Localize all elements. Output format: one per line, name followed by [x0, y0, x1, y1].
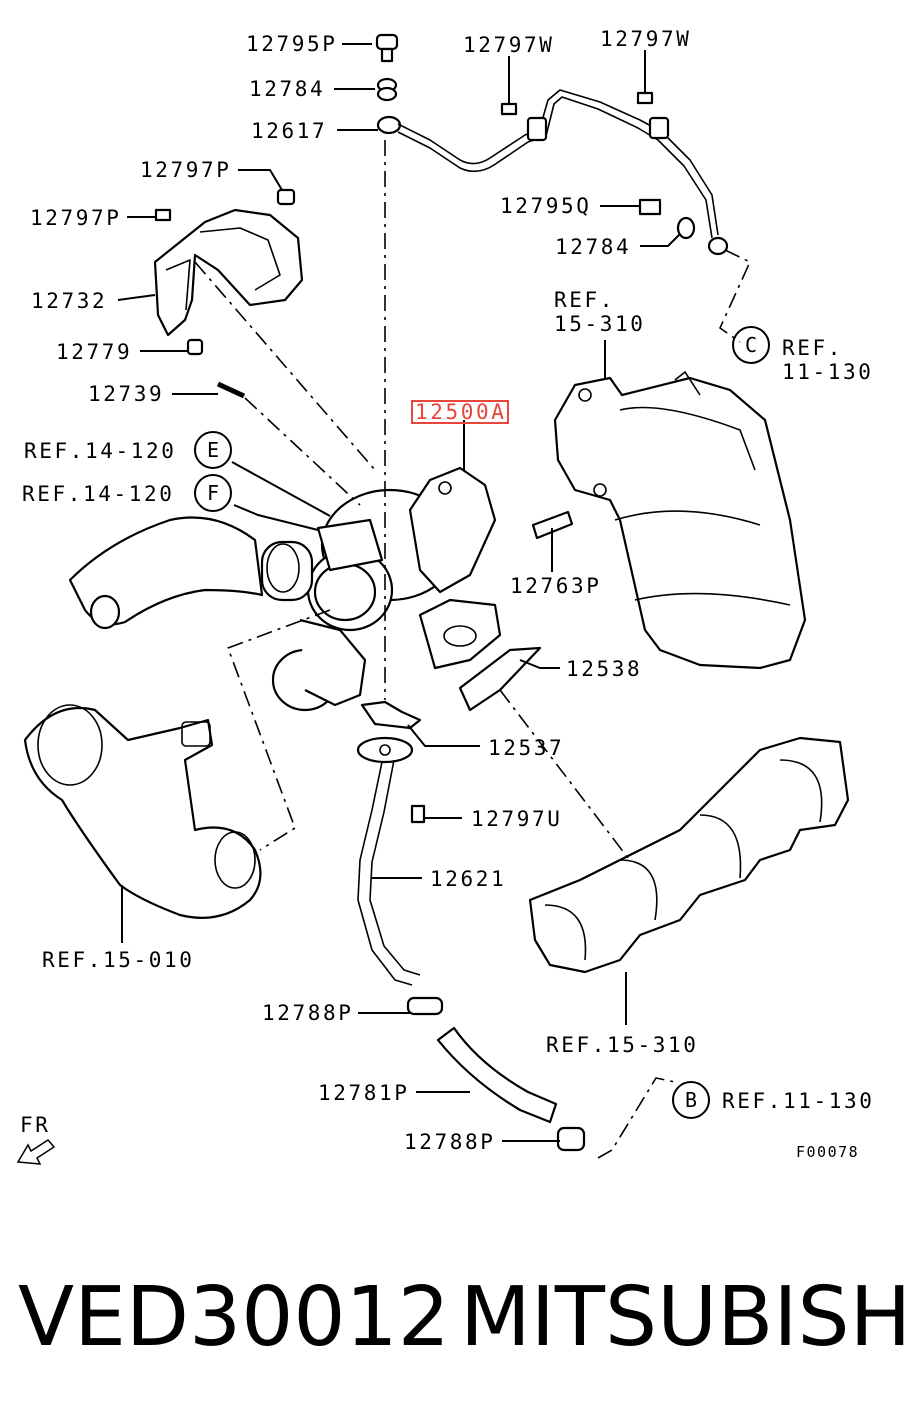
part-label: 12779 [56, 340, 132, 364]
small-bolt-drawings [154, 91, 696, 824]
part-label: 12739 [88, 382, 164, 406]
marker-f-circle [194, 474, 232, 512]
part-label: 12797W [600, 27, 691, 51]
part-number: VED30012 [18, 1270, 450, 1365]
part-label: 12784 [555, 235, 631, 259]
reference-labels: REF. 15-310 REF. 11-130 REF.14-120 REF.1… [22, 288, 874, 1113]
leader-lines [117, 43, 681, 1142]
part-label: 12797W [463, 33, 554, 57]
caption-bar: VED30012 MITSUBISHI [0, 1268, 909, 1368]
part-label: 12797P [30, 206, 121, 230]
circle-markers: C E F B [194, 326, 770, 1119]
front-arrow-icon [16, 1139, 56, 1165]
part-label: 12617 [251, 119, 327, 143]
part-label: 12537 [488, 736, 564, 760]
ref-label: REF.14-120 [22, 482, 174, 506]
oil-feed-pipe-drawing [397, 89, 729, 256]
ref-label: 15-310 [554, 312, 645, 336]
marker-b-circle [672, 1081, 710, 1119]
fr-label: FR [20, 1113, 51, 1137]
highlight-label: 12500A [415, 400, 506, 424]
ref-label: REF.14-120 [24, 439, 176, 463]
turbocharger-drawing [260, 466, 502, 712]
brand-name: MITSUBISHI [460, 1270, 909, 1365]
part-label: 12538 [566, 657, 642, 681]
marker-b: B [685, 1088, 697, 1112]
oil-return-pipe-drawing [356, 736, 586, 1152]
ref-label: REF. [554, 288, 615, 312]
part-label: 12732 [31, 289, 107, 313]
highlight-box [411, 400, 509, 424]
part-label: 12788P [404, 1130, 495, 1154]
marker-c: C [745, 333, 757, 357]
part-labels: 12795P 12784 12617 12797W 12797W 12797P … [30, 27, 691, 1154]
marker-c-circle [732, 326, 770, 364]
part-label: 12797P [140, 158, 231, 182]
turbocharger-parts-diagram: C E F B 12795P 12784 12617 12797W 12797W… [16, 27, 874, 1165]
part-label: 12797U [471, 807, 562, 831]
banjo-bolt-drawing [375, 33, 402, 135]
ref-label: 11-130 [782, 360, 873, 384]
stud-and-gaskets-drawing [360, 510, 574, 730]
part-label: 12781P [318, 1081, 409, 1105]
intake-hose-drawing [68, 516, 264, 630]
parts-drawing [23, 33, 850, 1152]
part-label: 12795P [246, 32, 337, 56]
ref-label: REF.15-010 [42, 948, 194, 972]
part-label: 12788P [262, 1001, 353, 1025]
marker-e-circle [194, 431, 232, 469]
heat-shield-drawing [153, 208, 304, 337]
air-pipe-drawing [23, 704, 262, 919]
marker-e: E [207, 438, 219, 462]
part-label: 12621 [430, 867, 506, 891]
figure-code: F00078 [796, 1143, 859, 1161]
part-label: 12784 [249, 77, 325, 101]
exhaust-manifold-drawing [528, 736, 850, 974]
assembly-dash-lines [194, 140, 752, 1159]
ref-label: REF.15-310 [546, 1033, 698, 1057]
marker-f: F [207, 481, 219, 505]
ref-label: REF. [782, 336, 843, 360]
catalytic-converter-drawing [553, 371, 807, 670]
part-label: 12763P [510, 574, 601, 598]
part-label: 12795Q [500, 194, 591, 218]
front-direction-indicator: FR [16, 1113, 56, 1165]
ref-label: REF.11-130 [722, 1089, 874, 1113]
